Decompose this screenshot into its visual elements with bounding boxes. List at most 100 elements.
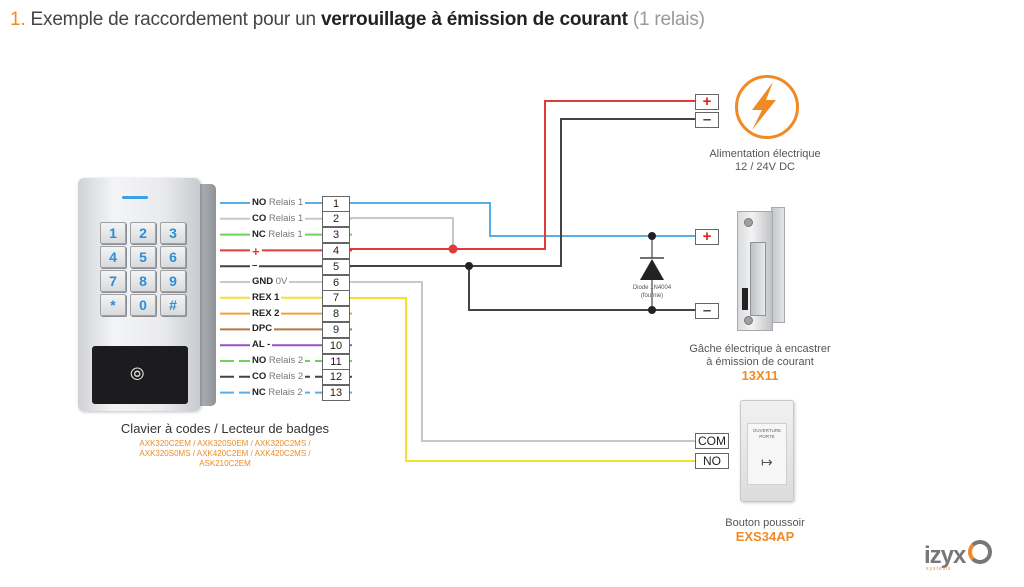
keypad-key[interactable]: 5 bbox=[130, 246, 156, 268]
terminal-label-main: NC bbox=[252, 386, 266, 398]
terminal-label-main: CO bbox=[252, 212, 267, 224]
screw-icon bbox=[744, 316, 753, 325]
keypad-title: Clavier à codes / Lecteur de badges bbox=[120, 421, 330, 436]
keypad-caption: Clavier à codes / Lecteur de badges AXK3… bbox=[95, 421, 355, 469]
terminal-label-main: AL - bbox=[252, 339, 271, 351]
keypad-key[interactable]: 8 bbox=[130, 270, 156, 292]
junction-diode-top bbox=[648, 232, 656, 240]
push-button-device: OUVERTURE PORTE ↦ bbox=[740, 400, 794, 502]
strike-model: 13X11 bbox=[741, 368, 779, 383]
strike-caption-line2: à émission de courant bbox=[706, 356, 814, 368]
electric-strike bbox=[737, 205, 785, 331]
button-caption: Bouton poussoir EXS34AP bbox=[705, 517, 825, 543]
wire-rex1 bbox=[349, 297, 695, 462]
wire-gnd bbox=[349, 281, 695, 442]
terminal-label-main: GND bbox=[252, 276, 274, 287]
terminal-label-main: REX 1 bbox=[252, 291, 280, 303]
keypad-key[interactable]: # bbox=[160, 294, 186, 316]
terminal-label-main: CO bbox=[252, 370, 267, 382]
terminal-label: + bbox=[250, 244, 262, 260]
keypad-key[interactable]: 3 bbox=[160, 222, 186, 244]
logo-subtext: systems bbox=[926, 566, 952, 572]
terminal-label-sub: Relais 1 bbox=[266, 212, 304, 224]
strike-front bbox=[737, 211, 773, 331]
terminal-number: 8 bbox=[322, 306, 350, 323]
terminal-number: 10 bbox=[322, 337, 350, 354]
power-caption-line2: 12 / 24V DC bbox=[735, 161, 795, 173]
terminal-label: CO Relais 2 bbox=[250, 370, 306, 382]
terminal-label-main: REX 2 bbox=[252, 307, 280, 319]
terminal-label-sub: Relais 2 bbox=[266, 355, 304, 366]
page-title: 1. Exemple de raccordement pour un verro… bbox=[10, 9, 705, 31]
push-button-face: OUVERTURE PORTE ↦ bbox=[747, 423, 787, 485]
wire-co-relay1 bbox=[349, 217, 454, 248]
keypad-key[interactable]: 4 bbox=[100, 246, 126, 268]
terminal-label-sub: Relais 1 bbox=[266, 197, 304, 208]
keypad-key[interactable]: 0 bbox=[130, 294, 156, 316]
terminal-number: 5 bbox=[322, 258, 350, 275]
strike-caption-line1: Gâche électrique à encastrer bbox=[689, 343, 831, 355]
wire-strike-minus bbox=[468, 266, 695, 311]
keypad-side bbox=[196, 184, 216, 406]
title-suffix: (1 relais) bbox=[632, 9, 705, 30]
keypad-key[interactable]: 6 bbox=[160, 246, 186, 268]
power-caption: Alimentation électrique 12 / 24V DC bbox=[690, 148, 840, 174]
diode-sublabel: (fournie) bbox=[641, 293, 663, 299]
terminal-label-main: NO bbox=[252, 197, 267, 208]
junction-diode-bottom bbox=[648, 306, 656, 314]
terminal-label-main: – bbox=[252, 260, 258, 272]
terminal-label-sub: Relais 2 bbox=[265, 386, 303, 398]
button-model: EXS34AP bbox=[735, 529, 795, 544]
title-prefix: Exemple de raccordement pour un bbox=[30, 9, 316, 30]
power-minus-terminal: – bbox=[695, 112, 719, 128]
model-line: AXK320S0MS / AXK420C2EM / AXK420C2MS / bbox=[139, 449, 311, 458]
terminal-number: 1 bbox=[322, 195, 350, 212]
terminal-number: 12 bbox=[322, 369, 350, 386]
strike-latch bbox=[750, 242, 766, 316]
wifi-icon: ⦾ bbox=[130, 364, 145, 384]
terminal-number: 2 bbox=[322, 211, 350, 228]
keypad-key[interactable]: 7 bbox=[100, 270, 126, 292]
door-exit-icon: ↦ bbox=[761, 454, 773, 470]
junction-red bbox=[448, 244, 458, 254]
strike-plus-terminal: + bbox=[695, 229, 719, 245]
status-led bbox=[122, 196, 148, 199]
terminal-label: – bbox=[250, 260, 260, 272]
model-line: ASK210C2EM bbox=[199, 459, 251, 468]
terminal-number: 11 bbox=[322, 353, 350, 370]
junction-black bbox=[465, 262, 473, 270]
keypad-key[interactable]: 2 bbox=[130, 222, 156, 244]
strike-side bbox=[771, 207, 785, 323]
terminal-number: 9 bbox=[322, 321, 350, 338]
title-number: 1. bbox=[10, 9, 26, 30]
terminal-number: 6 bbox=[322, 274, 350, 291]
izyx-logo: izyx systems bbox=[924, 540, 993, 572]
terminal-label: REX 1 bbox=[250, 291, 282, 303]
button-com-terminal: COM bbox=[695, 433, 729, 449]
badge-reader: ⦾ bbox=[92, 346, 188, 404]
terminal-label: AL - bbox=[250, 339, 273, 351]
terminal-label: NO Relais 2 bbox=[250, 355, 306, 366]
terminal-label: NC Relais 1 bbox=[250, 228, 305, 240]
diode-label: Diode 1N4004 bbox=[633, 285, 672, 291]
title-bold: verrouillage à émission de courant bbox=[320, 9, 628, 30]
keypad-key[interactable]: * bbox=[100, 294, 126, 316]
logo-text: izyx bbox=[924, 542, 966, 569]
terminal-label: GND 0V bbox=[250, 276, 290, 287]
terminal-number: 4 bbox=[322, 242, 350, 259]
strike-slot bbox=[742, 288, 748, 310]
keypad-key[interactable]: 9 bbox=[160, 270, 186, 292]
terminal-label: DPC bbox=[250, 323, 275, 335]
power-icon-circle bbox=[735, 75, 799, 139]
terminal-label-main: + bbox=[252, 244, 260, 260]
terminal-number: 13 bbox=[322, 385, 350, 402]
button-no-terminal: NO bbox=[695, 453, 729, 469]
push-button-face-text: OUVERTURE PORTE bbox=[752, 428, 782, 439]
power-plus-terminal: + bbox=[695, 94, 719, 110]
strike-caption: Gâche électrique à encastrer à émission … bbox=[680, 343, 840, 382]
terminal-label-sub: 0V bbox=[273, 276, 288, 287]
terminal-label: CO Relais 1 bbox=[250, 212, 306, 224]
keypad-key[interactable]: 1 bbox=[100, 222, 126, 244]
